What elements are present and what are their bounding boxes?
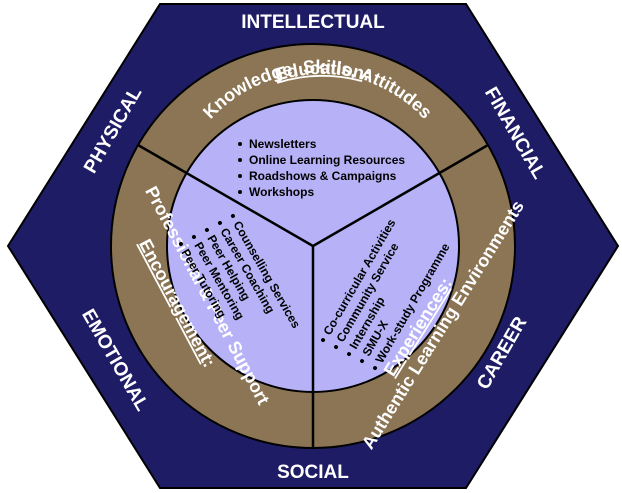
- bullet-dot: [178, 241, 183, 246]
- divider-right: [312, 143, 489, 248]
- inner-left-list: Counselling Services Career Coaching Pee…: [178, 213, 303, 331]
- bullet-dot: [217, 220, 222, 225]
- inner-top-list: Newsletters Online Learning Resources Ro…: [238, 137, 405, 199]
- bullet-dot: [238, 142, 242, 146]
- bullet-dot: [230, 213, 235, 218]
- bullet-dot: [238, 190, 242, 194]
- bullet-dot: [238, 158, 242, 162]
- list-item: Workshops: [249, 185, 314, 199]
- divider-left: [137, 143, 314, 248]
- bullet-dot: [347, 352, 352, 357]
- bullet-dot: [204, 227, 209, 232]
- bullet-dot: [321, 338, 326, 343]
- bullet-dot: [334, 345, 339, 350]
- hex-label-bottom: SOCIAL: [277, 462, 349, 483]
- bullet-dot: [360, 359, 365, 364]
- bullet-dot: [238, 174, 242, 178]
- list-item: Online Learning Resources: [249, 153, 405, 167]
- bullet-dot: [373, 366, 378, 371]
- list-item: Newsletters: [249, 137, 317, 151]
- ring-top-heading-colon: :: [361, 64, 372, 85]
- hex-label-top: INTELLECTUAL: [241, 12, 385, 33]
- bullet-dot: [191, 234, 196, 239]
- list-item: Roadshows & Campaigns: [249, 169, 397, 183]
